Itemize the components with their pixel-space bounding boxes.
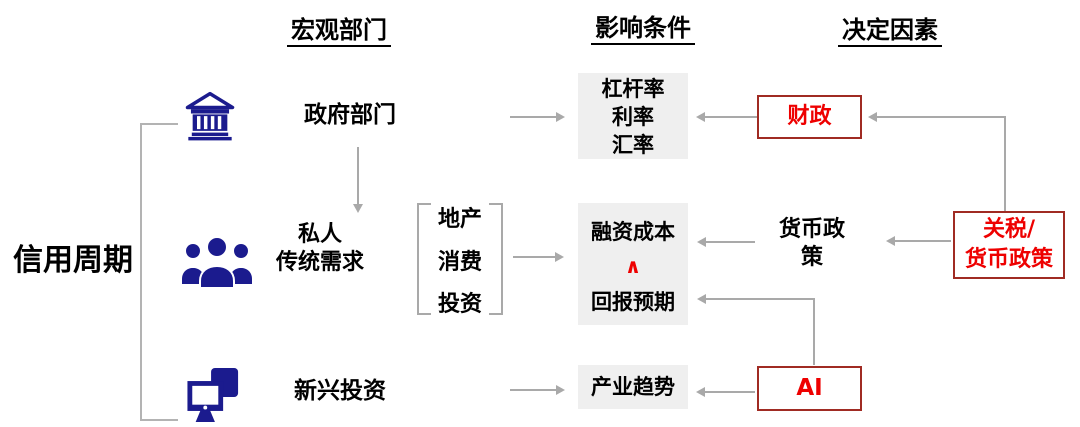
arrow-emerging-to-conditions-line	[510, 389, 556, 391]
ai-determinant-box: AI	[757, 366, 862, 411]
condition-exchange-rate: 汇率	[612, 133, 654, 157]
arrow-emerging-to-conditions-head	[556, 385, 565, 395]
computers-icon	[187, 368, 239, 423]
private-conditions-box: 融资成本 ∧ 回报预期	[578, 203, 688, 325]
private-sector-line2: 传统需求	[275, 250, 364, 275]
arrow-tariff-to-monetary-head	[886, 236, 895, 246]
tariff-line1: 关税/	[982, 217, 1036, 242]
condition-financing-cost: 融资成本	[591, 220, 675, 244]
condition-return-expectation: 回报预期	[591, 290, 675, 314]
elbow-tariff-to-fiscal-hline	[877, 116, 1006, 118]
bank-icon	[185, 91, 235, 141]
monetary-policy-line2: 策	[800, 245, 823, 270]
private-sector-line1: 私人	[297, 222, 342, 247]
tariff-line2: 货币政策	[964, 247, 1053, 272]
header-influence-conditions: 影响条件	[591, 14, 695, 45]
arrow-fiscal-to-conditions-line	[705, 116, 757, 118]
demand-item-consumption: 消费	[437, 250, 482, 275]
arrow-government-to-private-head	[353, 204, 363, 213]
private-sector-label: 私人 传统需求	[272, 221, 368, 277]
elbow-tariff-to-fiscal-head	[868, 112, 877, 122]
emerging-investment-label: 新兴投资	[294, 378, 386, 404]
arrow-ai-to-trend-head	[696, 387, 705, 397]
elbow-ai-to-return-vline	[813, 298, 815, 365]
elbow-ai-to-return-hline	[706, 298, 815, 300]
arrow-private-to-conditions-line	[513, 256, 555, 258]
arrow-government-to-private-line	[357, 147, 359, 204]
condition-leverage-ratio: 杠杆率	[601, 77, 665, 101]
fiscal-determinant-box: 财政	[757, 95, 862, 139]
header-determinants: 决定因素	[838, 16, 942, 47]
demand-item-realestate: 地产	[437, 207, 482, 232]
arrow-government-to-conditions-head	[556, 112, 565, 122]
condition-interest-rate: 利率	[612, 105, 654, 129]
tariff-monetary-determinant-box: 关税/ 货币政策	[953, 211, 1065, 279]
arrow-monetary-to-conditions-head	[697, 237, 706, 247]
header-macro-sector: 宏观部门	[287, 16, 391, 47]
demand-bracket-left	[417, 203, 431, 315]
arrow-monetary-to-conditions-line	[706, 241, 755, 243]
government-sector-label: 政府部门	[304, 102, 396, 128]
people-group-icon	[182, 236, 252, 288]
credit-cycle-bracket	[140, 123, 178, 421]
industry-trend-box: 产业趋势	[578, 365, 688, 409]
arrow-fiscal-to-conditions-head	[696, 112, 705, 122]
arrow-government-to-conditions-line	[510, 116, 556, 118]
demand-item-investment: 投资	[437, 292, 482, 317]
arrow-ai-to-trend-line	[705, 391, 755, 393]
arrow-private-to-conditions-head	[555, 252, 564, 262]
elbow-tariff-to-fiscal-vline	[1004, 116, 1006, 211]
monetary-policy-line1: 货币政	[778, 217, 845, 242]
government-conditions-box: 杠杆率 利率 汇率	[578, 73, 688, 159]
credit-cycle-label: 信用周期	[13, 243, 133, 278]
elbow-ai-to-return-head	[697, 294, 706, 304]
monetary-policy-label: 货币政 策	[762, 216, 862, 272]
demand-bracket-right	[489, 203, 503, 315]
caret-up-symbol: ∧	[624, 254, 642, 278]
arrow-tariff-to-monetary-line	[895, 240, 951, 242]
